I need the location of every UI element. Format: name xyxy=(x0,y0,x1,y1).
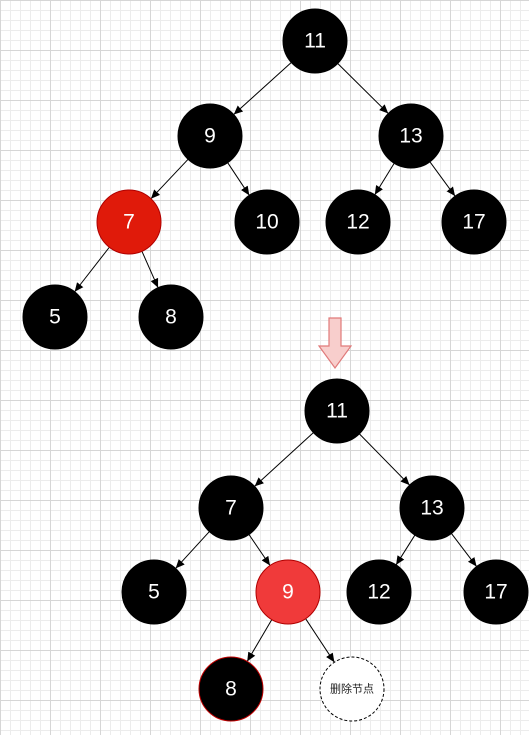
black-node-circle xyxy=(346,559,412,625)
node-label: 7 xyxy=(225,497,237,520)
edge-b7-b5 xyxy=(74,246,110,293)
black-node-circle xyxy=(378,103,444,169)
node-label: 12 xyxy=(367,581,390,604)
edge-a13-a17 xyxy=(450,533,478,567)
black-node-circle xyxy=(463,559,529,625)
tree-node-a17: 17 xyxy=(463,559,529,625)
tree-node-a8: 8 xyxy=(198,656,264,722)
node-label: 9 xyxy=(282,581,294,604)
tree-node-b7: 7 xyxy=(96,189,162,255)
edge-a9-adel xyxy=(305,618,335,663)
black-node-circle xyxy=(304,378,370,444)
edge-a11-a7 xyxy=(254,432,314,487)
black-node-circle xyxy=(441,189,507,255)
edge-b9-b7 xyxy=(150,158,189,200)
tree-node-b10: 10 xyxy=(234,189,300,255)
transition-down-arrow xyxy=(317,317,353,370)
tree-node-a5: 5 xyxy=(121,559,187,625)
edge-b7-b8 xyxy=(141,251,159,288)
node-label: 5 xyxy=(49,306,61,329)
tree-node-b17: 17 xyxy=(441,189,507,255)
edge-b9-b10 xyxy=(227,162,250,196)
tree-node-a13: 13 xyxy=(399,475,465,541)
node-label: 17 xyxy=(484,581,507,604)
red-node-circle xyxy=(255,559,321,625)
node-label: 11 xyxy=(326,400,348,423)
edge-a11-a13 xyxy=(359,433,410,486)
black-node-circle xyxy=(282,8,348,74)
node-label: 13 xyxy=(399,125,422,148)
edge-a9-a8 xyxy=(246,619,273,662)
tree-node-b12: 12 xyxy=(325,189,391,255)
edge-b13-b12 xyxy=(374,162,395,196)
tree-node-b5: 5 xyxy=(22,284,88,350)
black-node-circle xyxy=(22,284,88,350)
black-node-circle xyxy=(198,656,264,722)
edge-a13-a12 xyxy=(395,534,416,566)
tree-node-b11: 11 xyxy=(282,8,348,74)
black-node-circle xyxy=(234,189,300,255)
black-node-circle xyxy=(138,284,204,350)
node-label: 9 xyxy=(204,125,216,148)
node-label: 8 xyxy=(165,306,177,329)
black-node-circle xyxy=(177,103,243,169)
tree-node-a11: 11 xyxy=(304,378,370,444)
tree-node-a7: 7 xyxy=(198,475,264,541)
tree-node-adel: 删除节点 xyxy=(319,656,385,722)
black-node-circle xyxy=(399,475,465,541)
node-label: 13 xyxy=(420,497,443,520)
black-node-circle xyxy=(325,189,391,255)
tree-node-b8: 8 xyxy=(138,284,204,350)
edge-a7-a9 xyxy=(248,534,271,566)
node-label: 17 xyxy=(462,211,485,234)
red-node-circle xyxy=(96,189,162,255)
edge-b11-b13 xyxy=(337,63,389,114)
node-label: 12 xyxy=(346,211,369,234)
node-label: 10 xyxy=(255,211,278,234)
black-node-circle xyxy=(198,475,264,541)
deleted-node-circle xyxy=(319,656,385,722)
tree-node-a12: 12 xyxy=(346,559,412,625)
tree-node-a9: 9 xyxy=(255,559,321,625)
node-label: 删除节点 xyxy=(330,682,374,696)
node-label: 5 xyxy=(148,581,160,604)
tree-node-b13: 13 xyxy=(378,103,444,169)
black-node-circle xyxy=(121,559,187,625)
node-label: 11 xyxy=(304,30,326,53)
edge-a7-a5 xyxy=(175,531,210,569)
node-label: 7 xyxy=(123,211,135,234)
edge-b13-b17 xyxy=(429,161,456,197)
tree-node-b9: 9 xyxy=(177,103,243,169)
node-label: 8 xyxy=(225,678,237,701)
edge-b11-b9 xyxy=(233,62,292,115)
